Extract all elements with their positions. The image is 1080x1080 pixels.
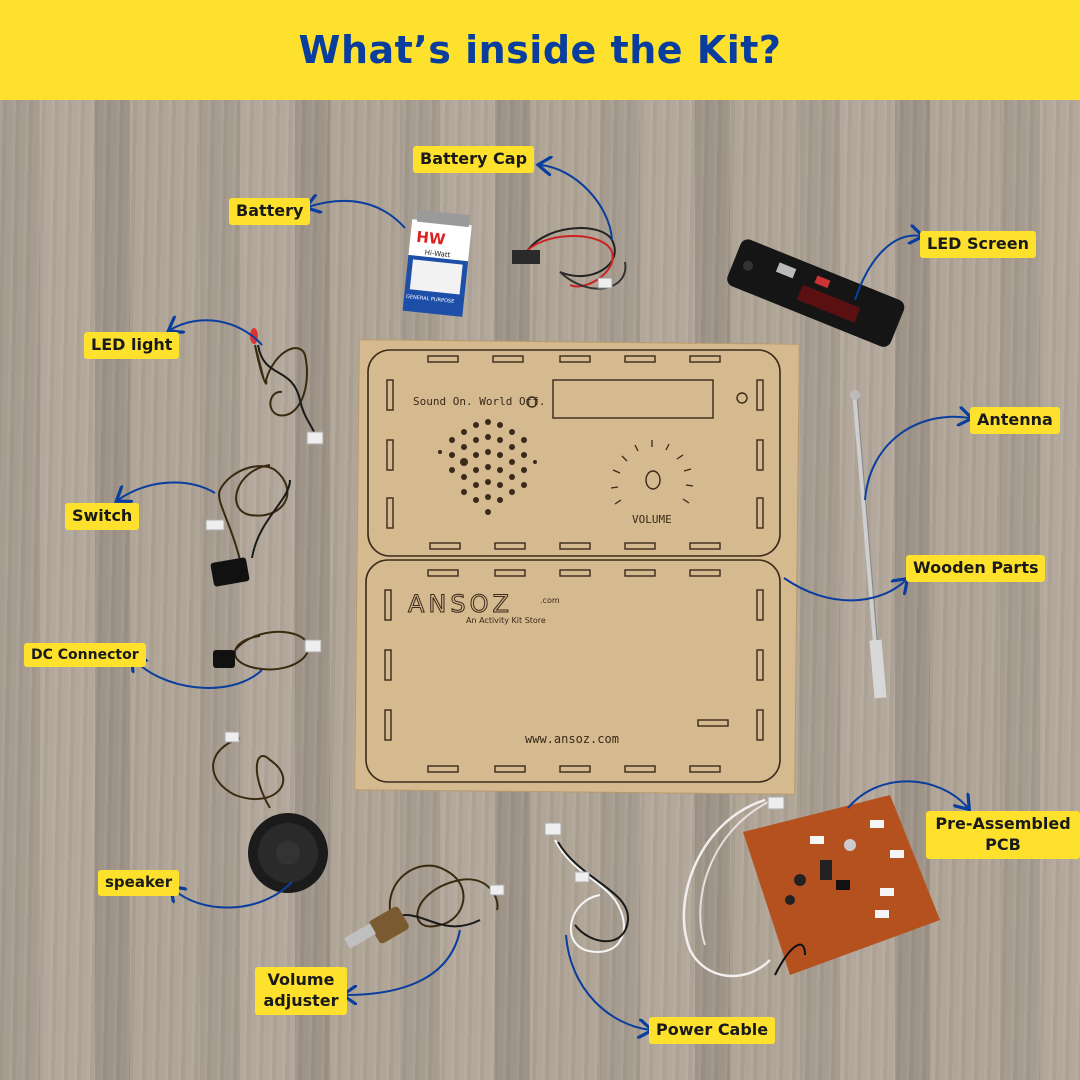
arrow-power-cable bbox=[565, 934, 650, 1030]
label-arrows bbox=[118, 165, 970, 1030]
battery-brand: Hi-Watt bbox=[424, 249, 451, 260]
volume-potentiometer bbox=[344, 864, 505, 949]
header-banner: What’s inside the Kit? bbox=[0, 0, 1080, 100]
arrow-battery bbox=[308, 201, 406, 229]
battery-purpose: GENERAL PURPOSE bbox=[406, 294, 455, 305]
board-volume-label: VOLUME bbox=[632, 513, 672, 526]
battery-cap-wires bbox=[512, 227, 627, 290]
label-pcb-line2: PCB bbox=[985, 834, 1021, 854]
label-antenna: Antenna bbox=[970, 407, 1060, 434]
battery-logo: HW bbox=[415, 228, 446, 249]
power-cable bbox=[544, 822, 630, 953]
label-pcb: Pre-Assembled PCB bbox=[926, 811, 1080, 859]
page-title: What’s inside the Kit? bbox=[298, 28, 782, 72]
label-switch: Switch bbox=[65, 503, 140, 530]
rocker-switch bbox=[205, 464, 291, 587]
board-tagline: An Activity Kit Store bbox=[466, 616, 546, 625]
arrow-speaker bbox=[172, 881, 293, 909]
speaker-grille bbox=[438, 419, 537, 515]
arrow-antenna bbox=[864, 417, 970, 501]
label-wooden-parts: Wooden Parts bbox=[906, 555, 1046, 582]
label-battery: Battery bbox=[229, 198, 311, 225]
label-volume-line2: adjuster bbox=[263, 990, 339, 1010]
label-battery-cap: Battery Cap bbox=[413, 146, 535, 173]
label-dc-connector: DC Connector bbox=[24, 643, 146, 668]
arrow-led-screen bbox=[854, 236, 921, 301]
dc-connector-cable bbox=[213, 630, 322, 671]
label-pcb-line1: Pre-Assembled bbox=[935, 814, 1071, 833]
label-volume-line1: Volume bbox=[267, 970, 335, 989]
board-url: www.ansoz.com bbox=[525, 732, 619, 746]
wooden-board: Sound On. World Off. VOLUME ANSOZ .com A… bbox=[354, 339, 800, 795]
board-brand-suffix: .com bbox=[540, 596, 560, 605]
label-power-cable: Power Cable bbox=[649, 1017, 776, 1044]
arrow-wooden-parts bbox=[783, 578, 906, 602]
label-volume-adjuster: Volume adjuster bbox=[255, 967, 347, 1015]
telescopic-antenna bbox=[850, 390, 887, 699]
board-slogan: Sound On. World Off. bbox=[413, 395, 545, 408]
battery-9v: HW Hi-Watt GENERAL PURPOSE bbox=[402, 209, 472, 317]
label-led-screen: LED Screen bbox=[920, 231, 1036, 258]
led-light-component bbox=[250, 328, 324, 445]
label-speaker: speaker bbox=[98, 870, 180, 896]
speaker-component bbox=[212, 731, 328, 893]
arrow-switch bbox=[118, 481, 216, 500]
volume-dial-ticks bbox=[610, 440, 694, 505]
arrow-battery-cap bbox=[540, 165, 613, 241]
pcb-board bbox=[682, 795, 940, 978]
arrow-led-light bbox=[170, 320, 263, 346]
arrow-volume bbox=[345, 929, 461, 995]
label-led-light: LED light bbox=[84, 332, 180, 359]
board-brand: ANSOZ bbox=[408, 590, 513, 618]
arrow-dc-connector bbox=[133, 658, 263, 689]
led-screen-module bbox=[727, 239, 905, 347]
arrow-pcb bbox=[847, 780, 968, 808]
